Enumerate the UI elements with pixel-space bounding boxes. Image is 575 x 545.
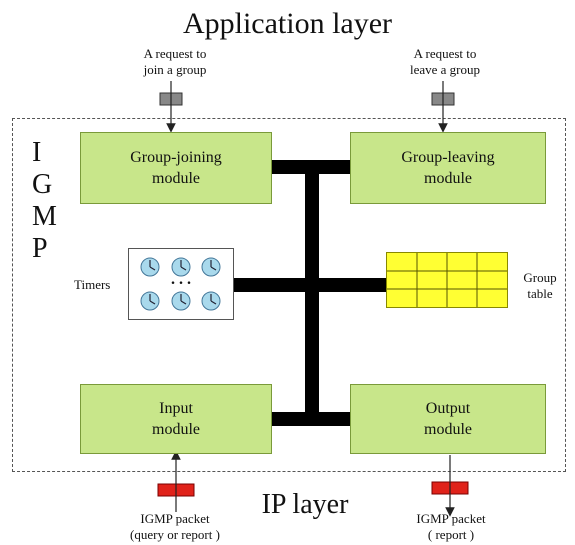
clock-hands [149, 260, 217, 305]
output-packet-line-2: ( report ) [427, 527, 475, 542]
bus-lines [234, 160, 386, 426]
group-table-label-line-1: Group [523, 270, 557, 285]
bus-middle-horizontal [234, 278, 386, 292]
bus-top-horizontal [272, 160, 350, 174]
igmp-letter-m: M [32, 201, 58, 232]
bus-vertical [305, 160, 319, 425]
input-module-line-2: module [152, 421, 200, 438]
join-request-line-2: join a group [143, 62, 207, 77]
timers-ellipsis: . . . [171, 271, 191, 288]
join-request-line-1: A request to [143, 46, 207, 61]
leave-request-label: A request to leave a group [380, 46, 510, 78]
igmp-boundary [12, 118, 566, 472]
group-joining-module-line-2: module [152, 170, 200, 187]
group-leaving-module-line-1: Group-leaving [401, 149, 495, 166]
timers-clocks [140, 257, 221, 311]
output-module: Output module [350, 384, 546, 454]
group-table-label: Group table [510, 270, 570, 302]
group-leaving-module-line-2: module [424, 170, 472, 187]
output-module-line-2: module [424, 421, 472, 438]
input-module-line-1: Input [159, 400, 193, 417]
output-module-line-1: Output [425, 400, 471, 417]
igmp-letter-i: I [32, 137, 43, 168]
input-packet-label: IGMP packet (query or report ) [100, 511, 250, 543]
leave-request-line-1: A request to [413, 46, 477, 61]
application-layer-title: Application layer [182, 7, 393, 40]
group-table-grid [387, 253, 507, 307]
input-packet-line-2: (query or report ) [130, 527, 220, 542]
group-joining-module-line-1: Group-joining [130, 149, 222, 166]
join-request-label: A request to join a group [110, 46, 240, 78]
group-leaving-module: Group-leaving module [350, 132, 546, 204]
timers-box: . . . [128, 248, 234, 320]
ip-layer-title: IP layer [261, 489, 349, 520]
group-table [386, 252, 508, 308]
bus-bottom-horizontal [272, 412, 350, 426]
input-packet-line-1: IGMP packet [140, 511, 210, 526]
output-packet-line-1: IGMP packet [416, 511, 486, 526]
group-table-label-line-2: table [527, 286, 553, 301]
group-joining-module: Group-joining module [80, 132, 272, 204]
igmp-letter-g: G [32, 169, 54, 200]
output-packet-label: IGMP packet ( report ) [376, 511, 526, 543]
input-module: Input module [80, 384, 272, 454]
leave-request-line-2: leave a group [409, 62, 481, 77]
igmp-letter-p: P [32, 233, 49, 264]
timers-label: Timers [74, 277, 111, 292]
